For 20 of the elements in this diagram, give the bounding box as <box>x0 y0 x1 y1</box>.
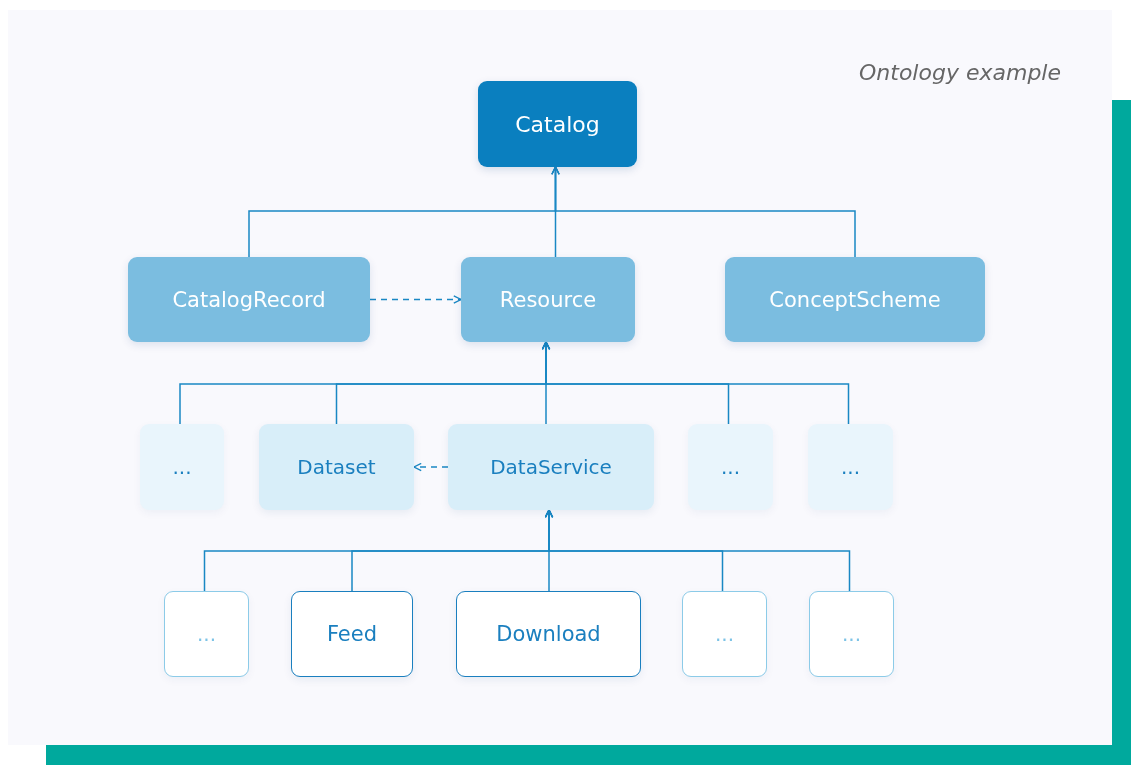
class-box: Dataset <box>259 424 414 510</box>
class-box: Resource <box>461 257 635 342</box>
class-box: ConceptScheme <box>725 257 985 342</box>
arrow <box>369 295 462 304</box>
class-box: Feed <box>291 591 413 677</box>
class-box: ... <box>808 424 893 510</box>
arrow <box>541 341 850 425</box>
class-box: CatalogRecord <box>128 257 370 342</box>
class-box: Catalog <box>478 81 637 167</box>
class-box: ... <box>164 591 249 677</box>
class-box: Download <box>456 591 641 677</box>
class-box: ... <box>809 591 894 677</box>
arrow <box>413 462 449 472</box>
arrow <box>544 509 851 592</box>
class-box: DataService <box>448 424 654 510</box>
arrow <box>551 166 856 258</box>
class-box: ... <box>682 591 767 677</box>
class-box: ... <box>140 424 224 510</box>
diagram-title: Ontology example <box>859 60 1061 85</box>
class-box: ... <box>688 424 773 510</box>
